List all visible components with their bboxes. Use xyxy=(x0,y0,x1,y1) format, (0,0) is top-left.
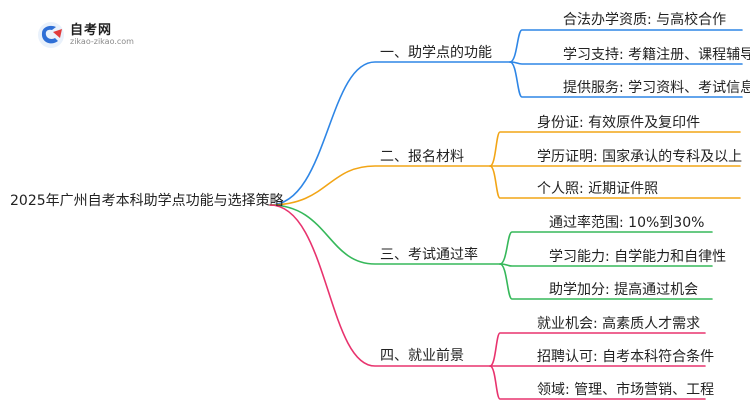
branch-4-label: 四、就业前景 xyxy=(380,348,464,364)
branch-4-connector xyxy=(269,204,491,367)
branch-1-label: 一、助学点的功能 xyxy=(380,45,492,61)
branch-1-connector xyxy=(269,61,511,206)
leaf-3-3-connector xyxy=(499,263,713,300)
root-topic: 2025年广州自考本科助学点功能与选择策略 xyxy=(10,193,284,209)
leaf-2-3: 个人照: 近期证件照 xyxy=(537,181,659,197)
leaf-2-1: 身份证: 有效原件及复印件 xyxy=(537,115,701,131)
leaf-4-1-connector xyxy=(489,332,706,367)
leaf-2-3-connector xyxy=(489,165,741,199)
leaf-2-2: 学历证明: 国家承认的专科及以上 xyxy=(537,149,743,165)
leaf-1-1-connector xyxy=(509,29,743,63)
site-logo[interactable]: 自考网 zikao-zikao.com xyxy=(36,18,146,52)
leaf-3-3: 助学加分: 提高通过机会 xyxy=(549,282,699,298)
leaf-3-1-connector xyxy=(499,231,713,265)
branch-2-connector xyxy=(269,165,491,206)
branch-2-label: 二、报名材料 xyxy=(380,149,464,165)
logo-url: zikao-zikao.com xyxy=(70,37,134,46)
leaf-1-3-connector xyxy=(509,61,743,98)
branch-3-connector xyxy=(269,204,501,265)
leaf-1-2: 学习支持: 考籍注册、课程辅导 xyxy=(563,47,750,63)
leaf-4-2: 招聘认可: 自考本科符合条件 xyxy=(537,349,715,365)
leaf-1-1: 合法办学资质: 与高校合作 xyxy=(563,12,727,28)
leaf-4-1: 就业机会: 高素质人才需求 xyxy=(537,316,701,332)
logo-title: 自考网 xyxy=(70,23,113,38)
graduation-cap-logo-icon xyxy=(38,22,64,48)
leaf-4-3: 领域: 管理、市场营销、工程 xyxy=(537,382,715,398)
leaf-4-3-connector xyxy=(489,365,706,400)
leaf-3-1: 通过率范围: 10%到30% xyxy=(549,215,705,231)
branch-3-label: 三、考试通过率 xyxy=(380,247,478,263)
leaf-3-2: 学习能力: 自学能力和自律性 xyxy=(549,249,727,265)
leaf-2-1-connector xyxy=(489,131,741,167)
leaf-1-3: 提供服务: 学习资料、考试信息 xyxy=(563,80,750,96)
